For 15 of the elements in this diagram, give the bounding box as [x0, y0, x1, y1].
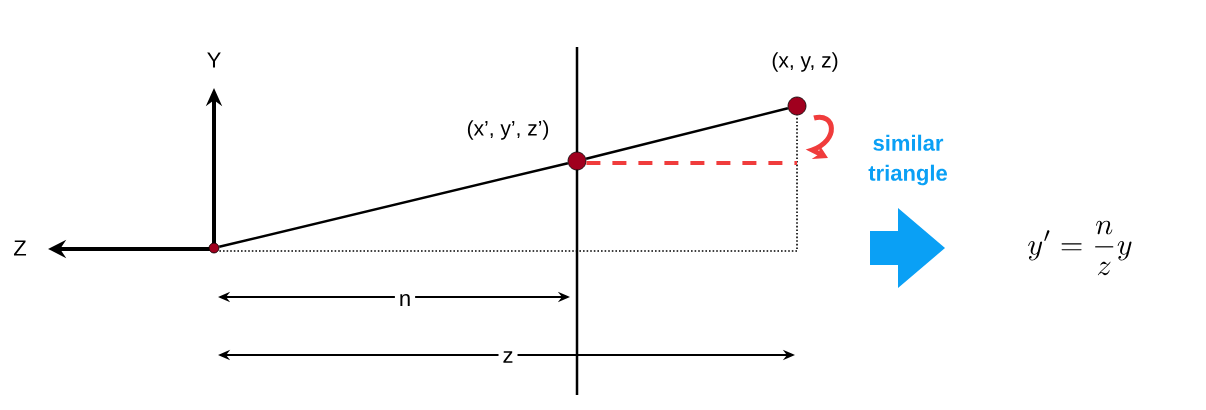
dimension-label: z: [498, 347, 518, 367]
point: [787, 96, 807, 116]
axis-label: Z: [14, 240, 27, 256]
formula: $y' = \frac{n}{z}y$: [1028, 220, 1132, 276]
point: [208, 242, 220, 254]
dashed-guide-line: [586, 161, 797, 165]
point: [567, 151, 587, 171]
projection-line: [218, 161, 569, 248]
dimension-label: n: [394, 290, 416, 310]
point-label: (x, y, z): [772, 52, 838, 72]
point-label: (x’, y’, z’): [467, 120, 549, 140]
axis-label: Y: [207, 52, 221, 68]
annotation: similar triangle: [868, 134, 947, 186]
projection-line: [585, 107, 789, 160]
dotted-guide-line: [218, 114, 798, 252]
